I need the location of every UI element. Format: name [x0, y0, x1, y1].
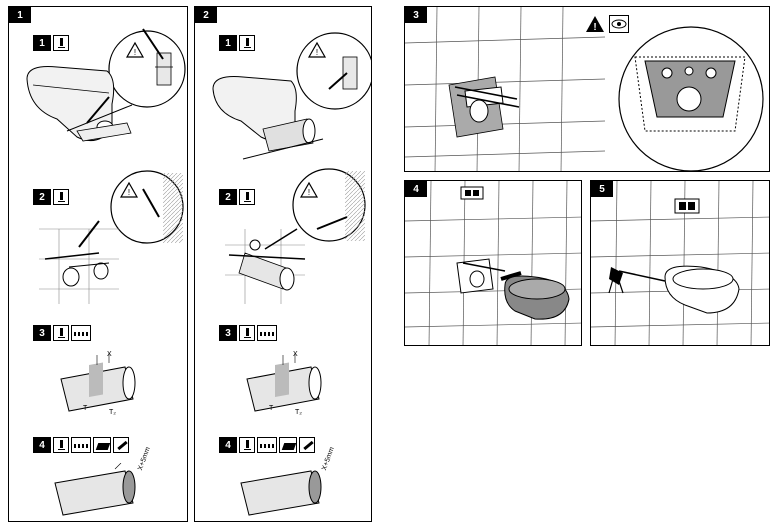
wall-pipe-illustration: !	[39, 170, 184, 304]
grip-tool-icon	[257, 437, 277, 453]
step-number: 2	[219, 189, 237, 205]
level-bar-icon	[53, 189, 69, 205]
svg-text:!: !	[593, 22, 596, 33]
tiled-wall-illustration	[405, 7, 764, 171]
panel-number: 4	[405, 181, 427, 197]
pipe-measure-illustration	[246, 353, 322, 412]
cut-pipe-illustration	[240, 470, 322, 516]
level-bar-icon	[239, 325, 255, 341]
svg-text:!: !	[316, 48, 318, 57]
utility-knife-icon	[299, 437, 315, 453]
eye-icon	[609, 15, 629, 33]
utility-knife-icon	[113, 437, 129, 453]
dimension-t1: T	[269, 405, 274, 412]
panel-number: 2	[195, 7, 217, 23]
level-bar-icon	[53, 35, 69, 51]
hang-toilet-illustration	[405, 181, 581, 345]
panel-1: 1 1 ! 2 ! 3	[8, 6, 188, 522]
step-number: 1	[33, 35, 51, 51]
panel-number: 5	[591, 181, 613, 197]
panel-2: 2 1 ! 2 ! 3	[194, 6, 372, 522]
dimension-t2: T₂	[109, 409, 116, 416]
svg-text:!: !	[134, 48, 136, 57]
step-number: 4	[33, 437, 51, 453]
wall-pipe-illustration: !	[225, 168, 366, 304]
svg-text:!: !	[128, 188, 130, 197]
step-number: 2	[33, 189, 51, 205]
silicone-seal-illustration	[591, 181, 769, 345]
svg-text:!: !	[308, 188, 310, 197]
step-number: 3	[219, 325, 237, 341]
dimension-x: X	[293, 351, 298, 358]
panel-number: 3	[405, 7, 427, 23]
toilet-pipe-illustration: !	[212, 32, 371, 160]
panel-4: 4	[404, 180, 582, 346]
dimension-t2: T₂	[295, 409, 302, 416]
grip-tool-icon	[71, 437, 91, 453]
pipe-measure-illustration	[60, 353, 136, 412]
panel-3: 3 !	[404, 6, 770, 172]
step-number: 1	[219, 35, 237, 51]
file-tool-icon	[93, 437, 111, 453]
level-bar-icon	[53, 325, 69, 341]
level-bar-icon	[53, 437, 69, 453]
level-bar-icon	[239, 437, 255, 453]
warning-triangle-icon: !	[586, 16, 604, 33]
cut-pipe-illustration	[54, 463, 136, 516]
panel-5: 5	[590, 180, 770, 346]
dimension-t1: T	[83, 405, 88, 412]
panel-number: 1	[9, 7, 31, 23]
step-number: 4	[219, 437, 237, 453]
level-bar-icon	[239, 189, 255, 205]
grip-tool-icon	[71, 325, 91, 341]
dimension-x: X	[107, 351, 112, 358]
grip-tool-icon	[257, 325, 277, 341]
toilet-pipe-illustration: !	[26, 28, 186, 142]
level-bar-icon	[239, 35, 255, 51]
file-tool-icon	[279, 437, 297, 453]
step-number: 3	[33, 325, 51, 341]
